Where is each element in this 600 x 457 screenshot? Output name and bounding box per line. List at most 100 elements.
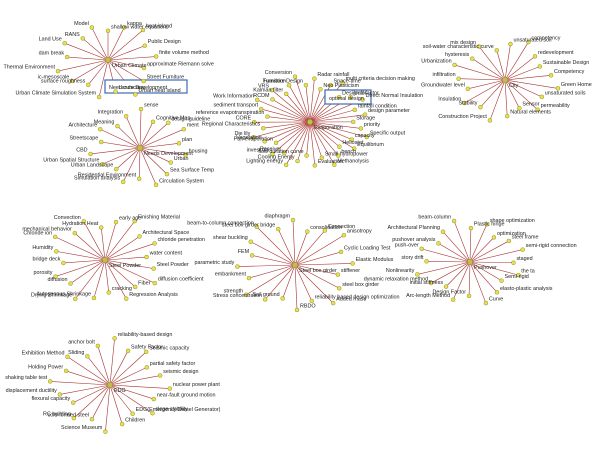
keyword-node xyxy=(158,374,162,378)
keyword-node xyxy=(296,159,300,163)
hub-label: Urban Climate xyxy=(112,63,146,69)
keyword-label: diffusion coefficient xyxy=(158,277,204,283)
keyword-node xyxy=(467,294,471,298)
keyword-label: Sea Surface Temp xyxy=(170,168,214,174)
edge xyxy=(470,228,471,262)
keyword-node xyxy=(73,231,77,235)
keyword-label: Insulation xyxy=(438,96,461,102)
keyword-node xyxy=(96,344,100,348)
keyword-label: water content xyxy=(149,251,183,257)
keyword-label: Urban Spatial Structure xyxy=(43,158,99,164)
keyword-node xyxy=(305,230,309,234)
keyword-label: Lighting energy xyxy=(246,158,283,164)
keyword-label: Fiber xyxy=(138,280,150,286)
keyword-node xyxy=(71,401,75,405)
keyword-label: Small hydropower xyxy=(325,151,368,157)
keyword-node xyxy=(270,97,274,101)
keyword-node xyxy=(97,95,101,99)
edge xyxy=(140,109,141,148)
keyword-label: Finishing Material xyxy=(138,215,180,221)
edge xyxy=(470,224,487,262)
keyword-label: pushover analysis xyxy=(392,237,435,243)
edge xyxy=(470,262,513,263)
edge xyxy=(140,123,168,148)
keyword-label: seismic design xyxy=(163,369,198,375)
keyword-node xyxy=(85,354,89,358)
keyword-label: Humidity xyxy=(32,245,53,251)
keyword-label: Natural elements xyxy=(510,110,551,116)
keyword-node xyxy=(351,261,355,265)
keyword-node xyxy=(48,379,52,383)
keyword-node xyxy=(153,241,157,245)
keyword-node xyxy=(342,233,346,237)
keyword-label: Elastic Modulus xyxy=(356,257,394,263)
keyword-node xyxy=(139,107,143,111)
hub-label: EDG xyxy=(114,388,126,394)
edge xyxy=(278,229,295,265)
keyword-label: Architectural Space xyxy=(142,230,189,236)
keyword-node xyxy=(488,118,492,122)
keyword-node xyxy=(337,286,341,290)
keyword-node xyxy=(169,161,173,165)
keyword-label: Thermal Environment xyxy=(3,65,55,71)
keyword-node xyxy=(124,297,128,301)
keyword-node xyxy=(142,79,146,83)
keyword-label: anchor bolt xyxy=(68,339,95,345)
keyword-label: Work Information xyxy=(213,93,254,99)
edge xyxy=(110,367,147,385)
keyword-label: hysteresis xyxy=(445,52,470,58)
keyword-label: Circulation System xyxy=(159,178,204,184)
keyword-label: Exhibition Method xyxy=(22,350,65,356)
edge xyxy=(455,65,505,80)
keyword-node xyxy=(469,226,473,230)
keyword-node xyxy=(507,239,511,243)
edge xyxy=(505,44,510,80)
edge xyxy=(126,116,140,148)
keyword-node xyxy=(137,234,141,238)
keyword-node xyxy=(53,235,57,239)
edge xyxy=(459,79,505,80)
edge xyxy=(75,233,105,260)
keyword-label: story drift xyxy=(401,255,424,261)
edge xyxy=(246,265,295,295)
edge xyxy=(417,262,470,274)
edge xyxy=(105,221,135,260)
keyword-label: Groundwater level xyxy=(421,82,465,88)
keyword-label: Model xyxy=(74,21,89,27)
keyword-node xyxy=(235,265,239,269)
keyword-node xyxy=(441,230,445,234)
keyword-label: CBD xyxy=(76,147,87,153)
keyword-label: steel box girder bridge xyxy=(222,223,275,229)
keyword-label: partial safety factor xyxy=(150,361,196,367)
keyword-label: dam break xyxy=(39,51,65,57)
keyword-node xyxy=(152,267,156,271)
keyword-label: anisotropy xyxy=(347,229,372,235)
keyword-label: kappa xyxy=(127,21,142,27)
keyword-label: Specific output xyxy=(370,131,406,137)
highlight-label: Need cure Development xyxy=(109,85,168,91)
keyword-node xyxy=(144,350,148,354)
edge xyxy=(470,237,494,262)
edge xyxy=(505,75,551,80)
keyword-label: Cyclic Loading Test xyxy=(344,245,391,251)
keyword-label: Sensor xyxy=(522,102,539,108)
keyword-node xyxy=(331,301,335,305)
keyword-node xyxy=(90,417,94,421)
edge xyxy=(505,42,528,80)
keyword-label: plan xyxy=(182,137,192,143)
keyword-label: parametric study xyxy=(195,260,235,266)
keyword-label: soil-water characteristic curve xyxy=(423,44,494,50)
hub-node xyxy=(102,257,108,263)
edge xyxy=(295,231,325,265)
keyword-node xyxy=(92,296,96,300)
keyword-label: RC building xyxy=(43,412,71,418)
keyword-node xyxy=(113,336,117,340)
keyword-node xyxy=(168,387,172,391)
keyword-label: Furniture Design xyxy=(263,79,303,85)
keyword-label: embankment xyxy=(215,272,247,278)
edge xyxy=(295,252,341,265)
keyword-node xyxy=(106,29,110,33)
keyword-label: Steel Powder xyxy=(157,262,189,268)
edge xyxy=(468,80,505,89)
keyword-node xyxy=(152,397,156,401)
